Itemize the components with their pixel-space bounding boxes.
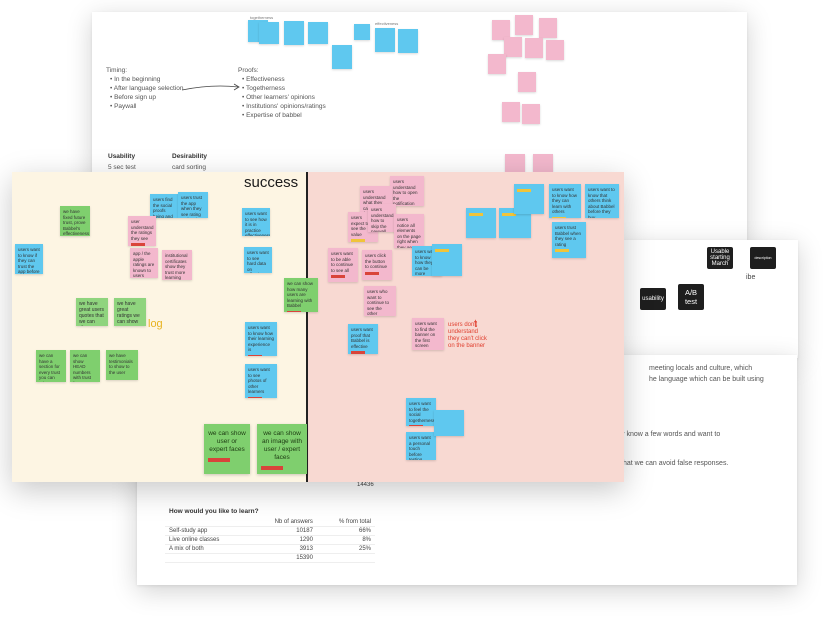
sticky-note[interactable]: users want to see photos of other learne… [245,364,277,398]
sticky-note[interactable] [434,410,464,436]
sticky-note[interactable] [504,37,522,57]
big-sticky-note[interactable]: we can show an image with user / expert … [257,424,307,474]
proofs-item: • Institutions' opinions/ratings [242,103,326,110]
sticky-note[interactable]: users click the button to continue [362,250,392,280]
sticky-note[interactable] [522,104,540,124]
doc-paragraph-line: y know a few words and want to [621,431,721,438]
sticky-note[interactable]: users trust the app when they see rating… [178,192,208,218]
proofs-heading: Proofs: [238,67,259,74]
usability-sub: 5 sec test [108,164,136,171]
proofs-item: • Other learners' opinions [242,94,315,101]
sticky-note[interactable]: users understand how to open the notific… [390,176,424,206]
fail-label-fragment: t [474,318,478,330]
doc-paragraph-line: that we can avoid false responses. [621,460,729,467]
big-sticky-note[interactable]: we can show user or expert faces [204,424,250,474]
sticky-note[interactable]: users want proof that Babbel is effectiv… [348,324,378,354]
success-label: success [244,174,299,191]
whiteboard-card: success log t we have fixed future trust… [12,172,624,482]
fail-note-text: users don't understand they can't click … [448,322,487,349]
usable-starting-march-button[interactable]: Usable starting March [707,247,733,269]
sticky-note[interactable]: we have fixed future trust, prove Babbel… [60,206,90,236]
sticky-note[interactable] [466,208,496,238]
timing-heading: Timing: [106,67,128,74]
survey-table: Nb of answers % from total Self-study ap… [165,518,375,563]
sticky-note[interactable]: we can have a section for every trust yo… [36,350,66,382]
log-label: log [148,318,163,330]
sticky-note[interactable] [525,38,543,58]
timing-item: • In the beginning [110,76,161,83]
sticky-note[interactable]: users want to see how it is in practice … [242,208,270,236]
sticky-note[interactable] [488,54,506,74]
sticky-note[interactable]: users want to know how they can learn wi… [549,184,581,218]
sticky-note[interactable]: users want a personal touch before testi… [406,432,436,460]
sticky-note[interactable]: users want to see hard data on effective… [244,247,272,273]
sticky-note[interactable]: users want to know that others think abo… [585,184,619,218]
usability-heading: Usability [108,153,136,160]
ab-test-button[interactable]: A/B test [678,284,704,310]
doc-paragraph-line: meeting locals and culture, which [649,365,753,372]
sticky-note[interactable]: we have great users quotes that we can s… [76,298,108,326]
sticky-note[interactable] [398,29,418,53]
sticky-note[interactable] [505,154,525,174]
sticky-note[interactable]: users who want to continue to see the ot… [364,286,396,316]
sticky-note[interactable] [375,28,395,52]
cluster-label-effectiveness: effectiveness [375,21,399,26]
zone-divider [306,172,308,482]
survey-question: How would you like to learn? [169,508,259,515]
sticky-note[interactable]: users want to know if they can trust the… [15,244,43,274]
doc-paragraph-line: he language which can be built using [649,376,764,383]
side-text-fragment: ibe [746,274,756,281]
timing-item: • Paywall [110,103,137,110]
sticky-note[interactable]: institutional certificates show they tru… [162,250,192,280]
back-right-card: Usable starting March description usabil… [620,240,798,358]
sticky-note[interactable]: we have testimonials to show to the user [106,350,138,380]
proofs-item: • Expertise of babbel [242,112,302,119]
sticky-note[interactable]: we can show HEAD numbers with trust for … [70,350,100,382]
sticky-note[interactable]: users trust Babbel when they see a ratin… [552,222,586,258]
proofs-item: • Effectiveness [242,76,285,83]
sticky-note[interactable] [432,244,462,276]
desirability-sub: card sorting [172,164,206,171]
arrow-connector [182,83,240,91]
sticky-note[interactable]: users notice all elements on the page ri… [394,214,424,248]
sticky-note[interactable] [539,18,557,38]
sticky-note[interactable]: we have great ratings we can show [114,298,146,326]
table-header-row: Nb of answers % from total [165,518,375,527]
sticky-note[interactable]: user understand the ratings they see [128,216,156,246]
sticky-note[interactable] [533,154,553,174]
desirability-heading: Desirability [172,153,208,160]
sticky-note[interactable] [518,72,536,92]
sticky-note[interactable] [546,40,564,60]
table-row: 15390 [165,553,375,563]
sticky-note[interactable]: users want to feel the social togetherne… [406,398,436,426]
sticky-note[interactable] [308,22,328,44]
sticky-note[interactable]: users want to find the banner on the fir… [412,318,444,350]
sticky-note[interactable] [492,20,510,40]
sticky-note[interactable] [332,45,352,69]
timing-item: • After language selection [110,85,184,92]
sticky-note[interactable]: users understand how to skip the paywall [368,204,396,232]
sticky-note[interactable]: we can show how many users are learning … [284,278,318,312]
previous-total: 14436 [357,482,374,488]
usability-button[interactable]: usability [640,288,666,310]
sticky-note[interactable]: users find the social proofs being and r… [150,194,178,218]
description-button[interactable]: description [750,247,776,269]
proofs-item: • Togetherness [242,85,285,92]
sticky-note[interactable]: users want to be able to continue to see… [328,248,358,282]
sticky-note[interactable] [259,22,279,44]
sticky-note[interactable] [502,102,520,122]
sticky-note[interactable]: users want to know how their learning ex… [245,322,277,356]
sticky-note[interactable] [515,15,533,35]
sticky-note[interactable]: app / the apple ratings are known to use… [130,248,158,278]
sticky-note[interactable] [514,184,544,214]
sticky-note[interactable] [354,24,370,40]
timing-item: • Before sign up [110,94,157,101]
sticky-note[interactable] [284,21,304,45]
cluster-label-togetherness: togetherness [250,15,274,20]
